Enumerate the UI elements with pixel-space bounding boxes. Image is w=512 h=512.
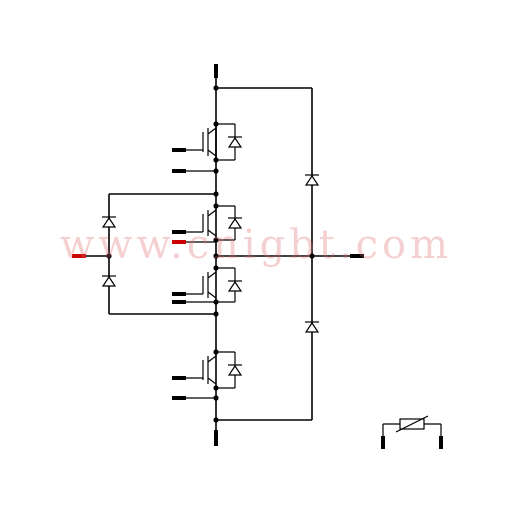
clamp-diode-right-top: [304, 174, 320, 186]
ntc-thermistor: [381, 415, 443, 449]
igbt-4: [172, 351, 243, 400]
igbt-1: [172, 123, 243, 173]
clamp-diode-right-bottom: [304, 321, 320, 333]
clamp-diode-left-top: [101, 216, 117, 228]
main-bus: [214, 64, 312, 446]
left-clamp-leg: [72, 193, 216, 315]
igbt-3: [172, 267, 243, 304]
igbt-2: [172, 205, 243, 244]
junction-dots: [106, 85, 315, 423]
clamp-diode-left-bottom: [101, 275, 117, 287]
